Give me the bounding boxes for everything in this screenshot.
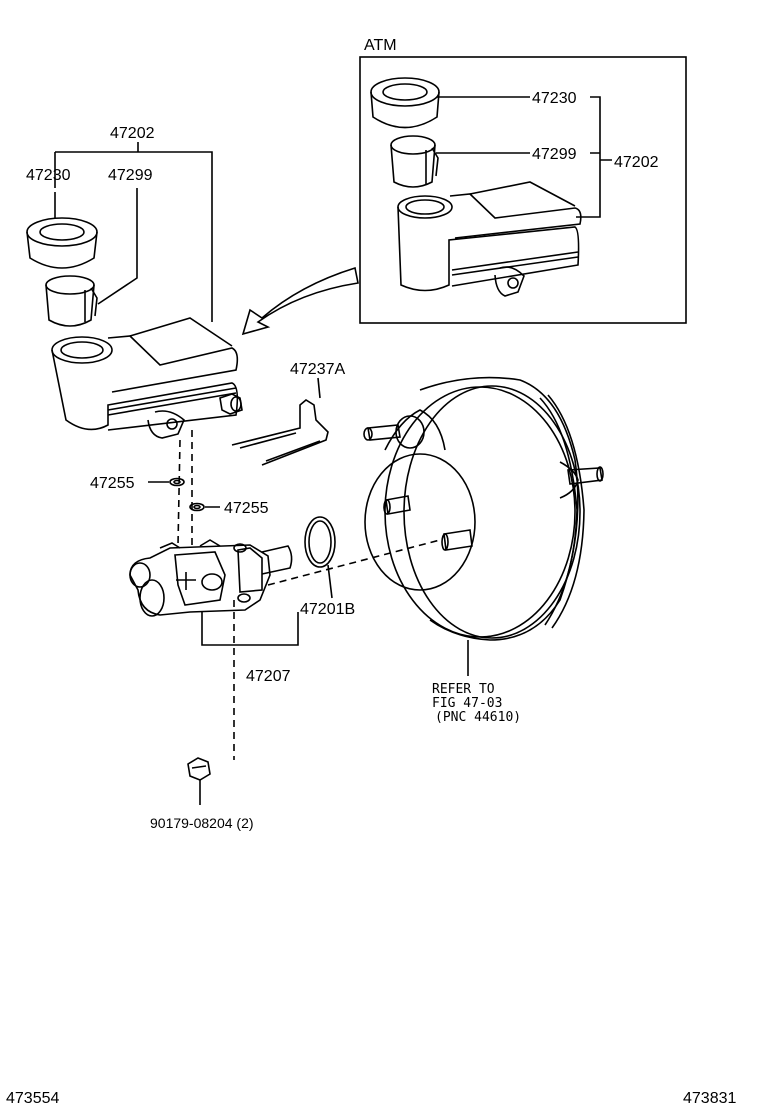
inset-labels: ATM 47230 47299 47202 — [364, 37, 659, 171]
strainer-label: 47299 — [108, 167, 153, 184]
atm-inset — [359, 56, 687, 324]
reservoir-leader-lines — [54, 142, 213, 322]
reservoir-tank-part — [51, 317, 243, 439]
atm-inset-frame — [359, 56, 687, 324]
grommet-upper-label: 47255 — [90, 475, 135, 492]
inset-title: ATM — [364, 37, 397, 54]
cap-label: 47230 — [26, 167, 71, 184]
inset-leader-lines — [436, 96, 612, 218]
grommet-lower-part — [189, 502, 205, 512]
main-labels: 47202 47230 47299 47237A 47255 47255 472… — [26, 125, 521, 831]
clip-label: 47237A — [290, 361, 345, 378]
cap-part — [26, 217, 98, 269]
strainer-part — [45, 275, 98, 327]
inset-reservoir-part — [397, 181, 582, 297]
nut-label: 90179-08204 (2) — [150, 815, 254, 831]
master-cylinder-part — [129, 539, 293, 617]
nut-part — [187, 757, 211, 805]
footer-right-code: 473831 — [683, 1090, 736, 1107]
inset-pointer-arrow — [241, 266, 359, 336]
reservoir-set-part — [26, 142, 243, 439]
clip-part — [231, 377, 329, 466]
grommet-upper-part — [169, 477, 185, 487]
inset-cap-label: 47230 — [532, 90, 577, 107]
inset-reservoir-label: 47202 — [614, 154, 659, 171]
inset-strainer-label: 47299 — [532, 146, 577, 163]
grommet-leader-lines — [148, 481, 220, 508]
brake-booster-part — [363, 376, 604, 641]
refer-line-1: REFER TO — [432, 682, 495, 697]
master-cylinder-label: 47207 — [246, 668, 291, 685]
assembly-dash-lines — [177, 430, 441, 760]
master-cylinder-leader — [201, 612, 299, 646]
refer-line-3: (PNC 44610) — [435, 710, 521, 725]
reservoir-set-label: 47202 — [110, 125, 155, 142]
inset-cap-part — [370, 77, 440, 129]
refer-line-2: FIG 47-03 — [432, 696, 502, 711]
gasket-part — [304, 516, 336, 599]
inset-strainer-part — [390, 135, 439, 188]
footer-left-code: 473554 — [6, 1090, 59, 1107]
footer-codes: 473554 473831 — [6, 1090, 736, 1107]
grommet-lower-label: 47255 — [224, 500, 269, 517]
gasket-label: 47201B — [300, 601, 355, 618]
